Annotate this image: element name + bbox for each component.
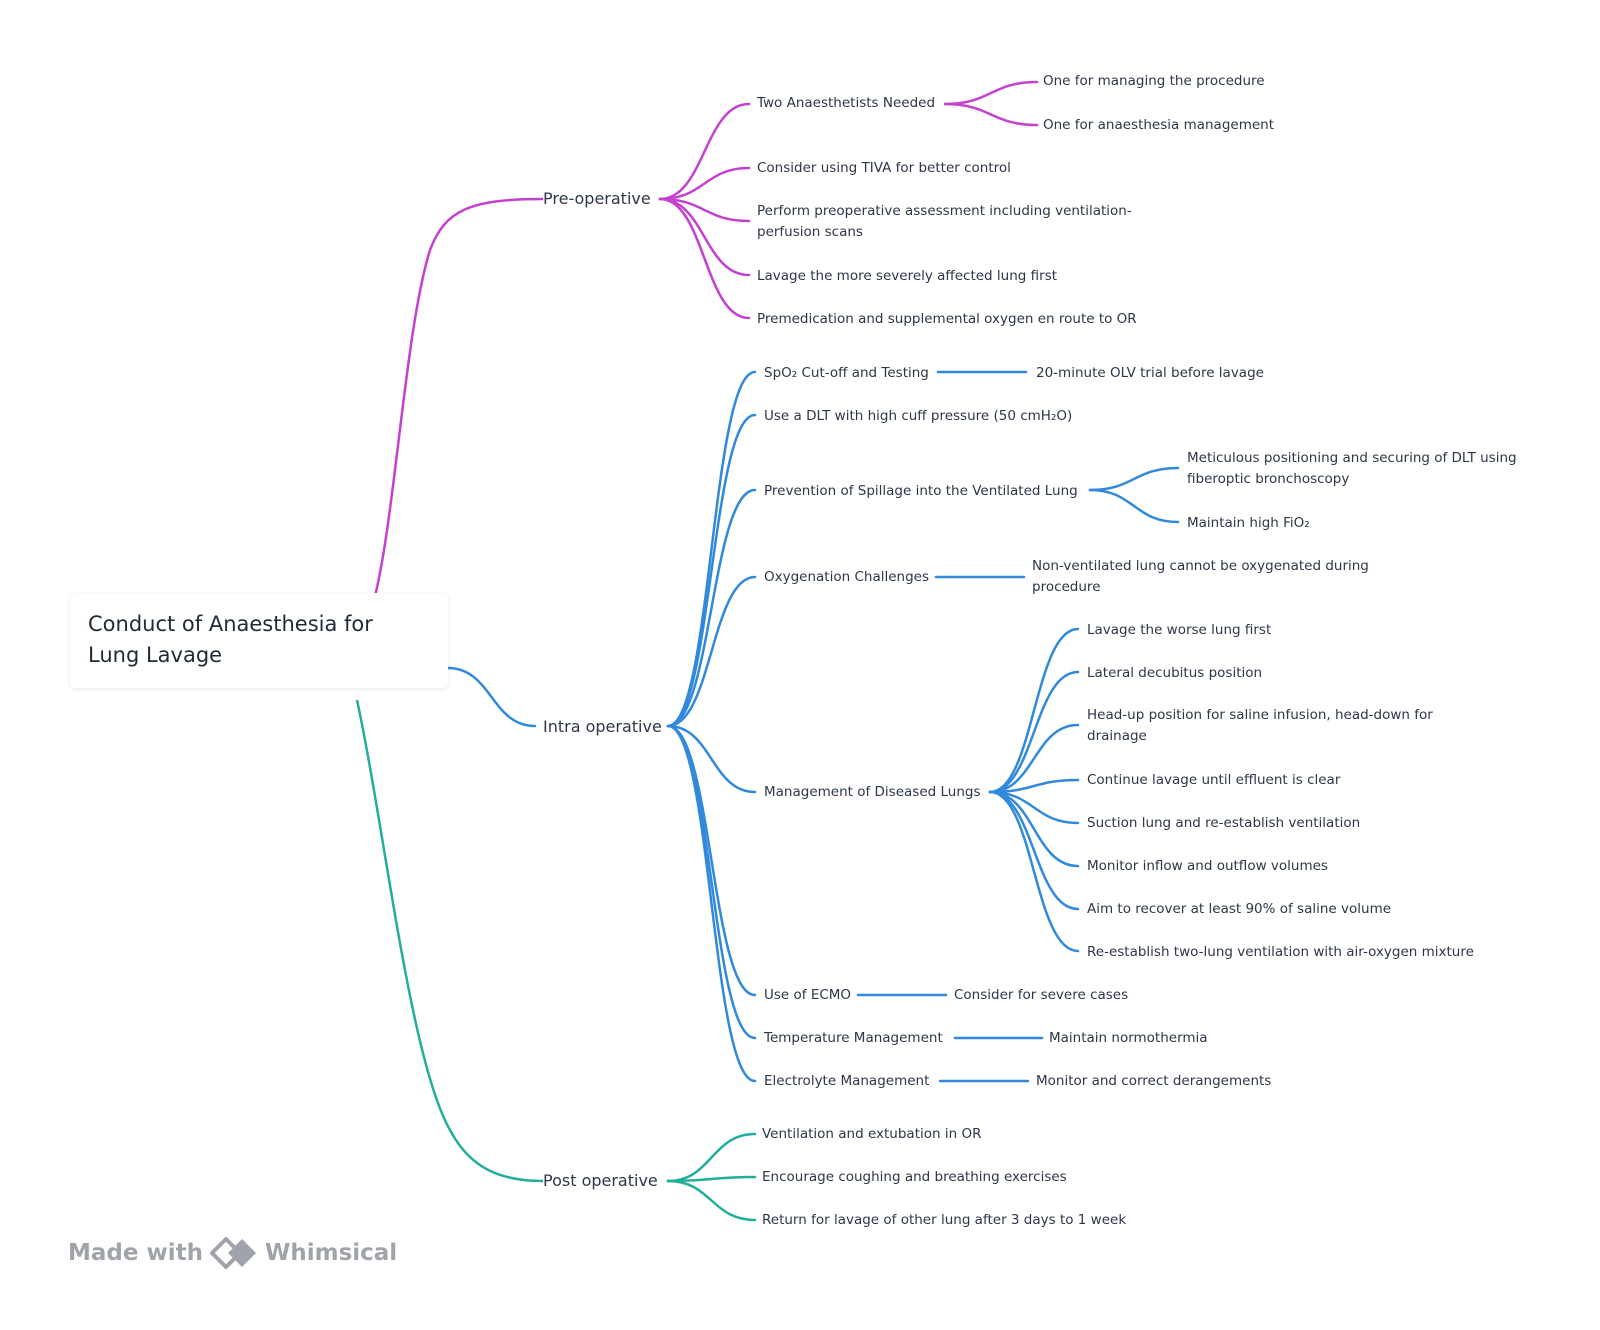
node-ventilation-extubation[interactable]: Ventilation and extubation in OR [762,1126,982,1142]
connector-pre-2 [658,197,751,223]
node-dlt-cuff[interactable]: Use a DLT with high cuff pressure (50 cm… [764,408,1073,424]
node-lavage-worse-first[interactable]: Lavage the worse lung first [1087,622,1272,638]
node-premedication[interactable]: Premedication and supplemental oxygen en… [757,311,1137,327]
connector-intra-1 [666,413,757,728]
node-olv-trial[interactable]: 20-minute OLV trial before lavage [1036,365,1264,381]
node-two-anaesthetists[interactable]: Two Anaesthetists Needed [757,95,936,111]
node-high-fio2[interactable]: Maintain high FiO₂ [1187,515,1310,531]
branch-intra-operative[interactable]: Intra operative [543,717,662,736]
connector-intra-diseased-sub-2 [988,723,1080,794]
connector-intra-7 [666,724,757,1083]
node-preop-assessment[interactable]: Perform preoperative assessment includin… [757,203,1132,240]
watermark-brand: Whimsical [264,1240,398,1266]
node-correct-derangements[interactable]: Monitor and correct derangements [1036,1073,1272,1089]
node-suction-lung[interactable]: Suction lung and re-establish ventilatio… [1087,815,1361,831]
node-normothermia[interactable]: Maintain normothermia [1049,1030,1208,1046]
connector-pre-1 [658,166,751,201]
node-temperature-management[interactable]: Temperature Management [764,1030,943,1046]
connector-pre-sub-0 [943,80,1039,106]
node-coughing-exercises[interactable]: Encourage coughing and breathing exercis… [762,1169,1067,1185]
node-use-ecmo[interactable]: Use of ECMO [764,987,852,1003]
connector-intra-diseased-sub-6 [988,790,1080,911]
node-lavage-severe-first[interactable]: Lavage the more severely affected lung f… [757,268,1058,284]
node-two-lung-ventilation[interactable]: Re-establish two-lung ventilation with a… [1087,944,1474,960]
node-tiva[interactable]: Consider using TIVA for better control [757,160,1011,176]
node-dlt-positioning[interactable]: Meticulous positioning and securing of D… [1187,450,1517,487]
connector-intra-spill-sub-1 [1088,488,1180,524]
node-electrolyte-management[interactable]: Electrolyte Management [764,1073,930,1089]
root-node[interactable]: Conduct of Anaesthesia for Lung Lavage [70,593,448,688]
connector-intra-diseased-sub-1 [988,670,1080,794]
node-monitor-volumes[interactable]: Monitor inflow and outflow volumes [1087,858,1328,874]
node-lateral-decubitus[interactable]: Lateral decubitus position [1087,665,1263,681]
connector-intra-6 [666,724,757,1040]
connector-intra-2 [666,488,757,728]
connector-intra-3 [666,575,757,728]
connector-post-2 [666,1179,757,1222]
node-anaesthesia-management[interactable]: One for anaesthesia management [1043,117,1275,133]
whimsical-logo-icon [209,1237,256,1269]
node-oxygenation-challenges[interactable]: Oxygenation Challenges [764,569,929,585]
node-management-diseased-lungs[interactable]: Management of Diseased Lungs [764,784,981,800]
connector-root-pre [372,197,544,601]
connector-root-post [355,699,544,1183]
connector-intra-diseased-sub-0 [988,627,1080,794]
connector-intra-4 [666,724,757,794]
connector-pre-0 [658,102,751,201]
node-continue-lavage[interactable]: Continue lavage until effluent is clear [1087,772,1341,788]
connector-intra-5 [666,724,757,997]
watermark-prefix: Made with [68,1240,203,1266]
node-recover-saline[interactable]: Aim to recover at least 90% of saline vo… [1087,901,1392,917]
branch-post-operative[interactable]: Post operative [543,1171,658,1190]
node-prevention-spillage[interactable]: Prevention of Spillage into the Ventilat… [764,483,1078,499]
node-severe-cases[interactable]: Consider for severe cases [954,987,1129,1003]
node-return-lavage[interactable]: Return for lavage of other lung after 3 … [762,1212,1127,1228]
connector-intra-spill-sub-0 [1088,466,1180,492]
made-with-whimsical-watermark[interactable]: Made with Whimsical [68,1236,397,1270]
connector-intra-diseased-sub-7 [988,790,1080,953]
connector-root-intra [446,666,537,728]
branch-pre-operative[interactable]: Pre-operative [543,189,651,208]
connector-post-0 [666,1132,757,1183]
connector-pre-sub-1 [943,102,1039,127]
node-non-ventilated-lung[interactable]: Non-ventilated lung cannot be oxygenated… [1032,558,1369,595]
node-managing-procedure[interactable]: One for managing the procedure [1043,73,1265,89]
connector-intra-diseased-sub-5 [988,790,1080,868]
connector-pre-4 [658,197,751,320]
node-spo2-cutoff[interactable]: SpO₂ Cut-off and Testing [764,365,929,381]
node-head-up-position[interactable]: Head-up position for saline infusion, he… [1087,707,1433,744]
